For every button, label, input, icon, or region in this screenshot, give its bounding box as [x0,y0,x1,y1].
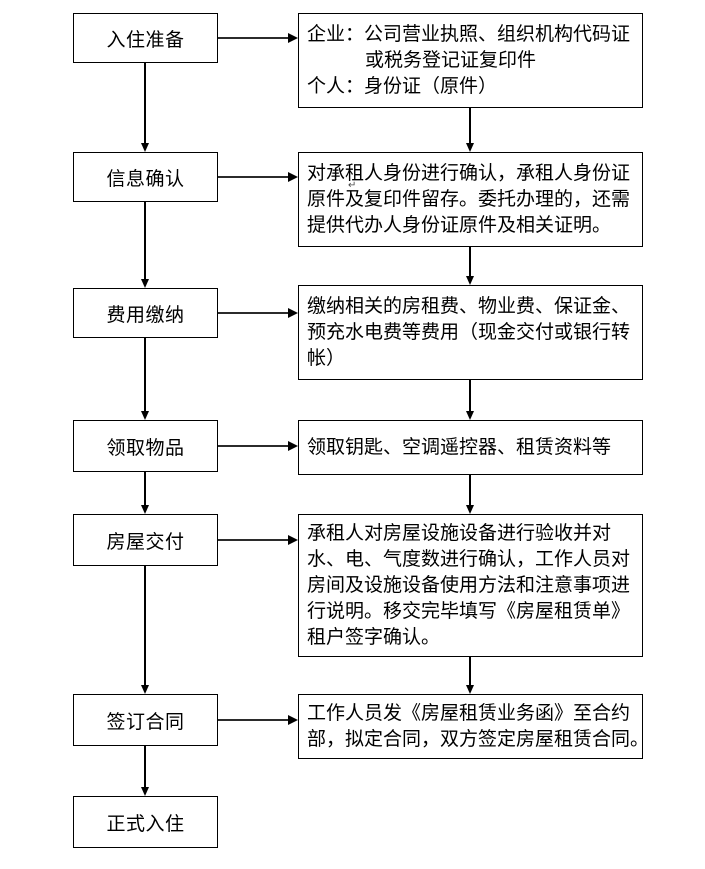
step-box-fee-payment: 费用缴纳 [73,288,218,338]
detail-box-house-handover: 承租人对房屋设施设备进行验收并对 水、电、气度数进行确认，工作人员对 房间及设施… [298,514,643,657]
step-label: 信息确认 [106,168,185,190]
detail-box-collect-items: 领取钥匙、空调遥控器、租赁资料等 [298,420,643,475]
arrow-down-icon [140,202,150,288]
arrow-down-icon [140,63,150,152]
detail-line: 租户签字确认。 [307,626,441,648]
step-box-move-in-preparation: 入住准备 [73,13,218,63]
detail-line: 领取钥匙、空调遥控器、租赁资料等 [307,436,612,458]
step-box-sign-contract: 签订合同 [73,694,218,746]
arrow-right-icon [218,441,298,451]
arrow-down-icon [140,338,150,420]
step-box-house-handover: 房屋交付 [73,514,218,566]
detail-line: 对承租人身份进行确认，承租人身份证 [307,162,631,184]
detail-line: 工作人员发《房屋租赁业务函》至合约 [307,702,631,724]
step-label: 领取物品 [106,437,185,459]
detail-box-move-in-preparation: 企业：公司营业执照、组织机构代码证 或税务登记证复印件 个人：身份证（原件） [298,13,643,108]
detail-line: 水、电、气度数进行确认，工作人员对 [307,548,631,570]
detail-line: 部，拟定合同，双方签定房屋租赁合同。 [307,728,650,750]
arrow-right-icon [218,535,298,545]
arrow-down-icon [465,380,475,420]
detail-line: 缴纳相关的房租费、物业费、保证金、 [307,295,631,317]
detail-line: 或税务登记证复印件 [365,49,537,71]
detail-box-information-confirmation: 对承租人身份进行确认，承租人身份证 原件及复印件留存。委托办理的，还需 提供代办… [298,152,643,247]
step-box-information-confirmation: 信息确认 [73,152,218,202]
arrow-right-icon [218,308,298,318]
detail-box-sign-contract: 工作人员发《房屋租赁业务函》至合约 部，拟定合同，双方签定房屋租赁合同。 [298,694,650,759]
arrow-down-icon [140,746,150,796]
step-label: 正式入住 [106,813,185,835]
arrow-right-icon [218,33,298,43]
detail-line: 行说明。移交完毕填写《房屋租赁单》 [307,600,631,622]
arrow-down-icon [465,475,475,514]
arrow-right-icon [218,172,298,182]
arrow-down-icon [465,657,475,694]
step-box-collect-items: 领取物品 [73,420,218,472]
detail-line: 房间及设施设备使用方法和注意事项进 [307,574,631,596]
step-box-official-move-in: 正式入住 [73,796,218,848]
step-label: 费用缴纳 [106,304,185,326]
detail-line: 承租人对房屋设施设备进行验收并对 [307,522,612,544]
arrow-right-icon [218,715,298,725]
arrow-down-icon [140,472,150,514]
arrow-down-icon [140,566,150,694]
detail-box-fee-payment: 缴纳相关的房租费、物业费、保证金、 预充水电费等费用（现金交付或银行转 帐） [298,285,643,380]
detail-line: 预充水电费等费用（现金交付或银行转 [307,321,631,343]
detail-line: 企业：公司营业执照、组织机构代码证 [307,23,631,45]
detail-line: 提供代办人身份证原件及相关证明。 [307,214,612,236]
step-label: 房屋交付 [106,531,185,553]
step-label: 入住准备 [106,29,185,51]
arrow-down-icon [465,247,475,285]
detail-line: 个人：身份证（原件） [307,75,498,97]
detail-line: 帐） [307,347,346,369]
step-label: 签订合同 [106,711,185,733]
word-return-mark-artifact: ↵ [348,180,357,191]
arrow-down-icon [465,108,475,152]
detail-line: 原件及复印件留存。委托办理的，还需 [307,188,631,210]
